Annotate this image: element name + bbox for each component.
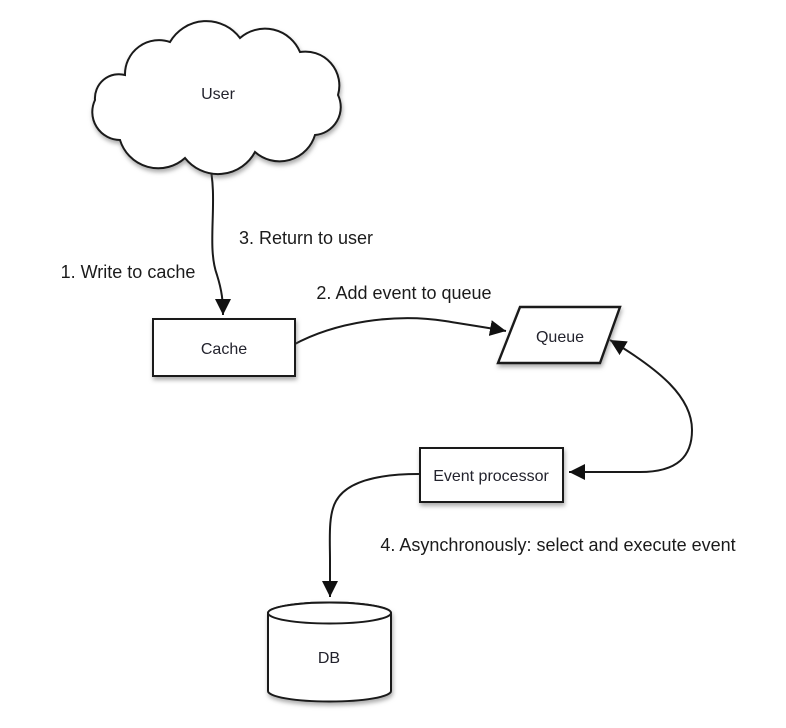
queue-parallelogram xyxy=(496,305,622,365)
label-step-4: 4. Asynchronously: select and execute ev… xyxy=(380,535,735,555)
cache-box xyxy=(152,318,296,377)
db-label: DB xyxy=(318,650,340,667)
db-cylinder xyxy=(267,601,392,703)
label-step-3: 3. Return to user xyxy=(239,228,373,248)
arrow-cache-to-queue xyxy=(292,317,507,346)
user-cloud-shape xyxy=(91,20,342,176)
arrow-user-to-cache xyxy=(208,160,231,316)
event-processor-label: Event processor xyxy=(433,468,549,485)
label-step-2: 2. Add event to queue xyxy=(316,283,491,303)
cache-label: Cache xyxy=(201,341,247,358)
arrow-event-processor-to-db xyxy=(322,473,420,597)
queue-label: Queue xyxy=(536,329,584,346)
label-step-1: 1. Write to cache xyxy=(61,262,196,282)
db-cylinder-top xyxy=(267,601,392,625)
arrow-queue-event-processor xyxy=(569,339,694,480)
event-processor-box xyxy=(419,447,564,503)
user-label: User xyxy=(201,86,235,103)
